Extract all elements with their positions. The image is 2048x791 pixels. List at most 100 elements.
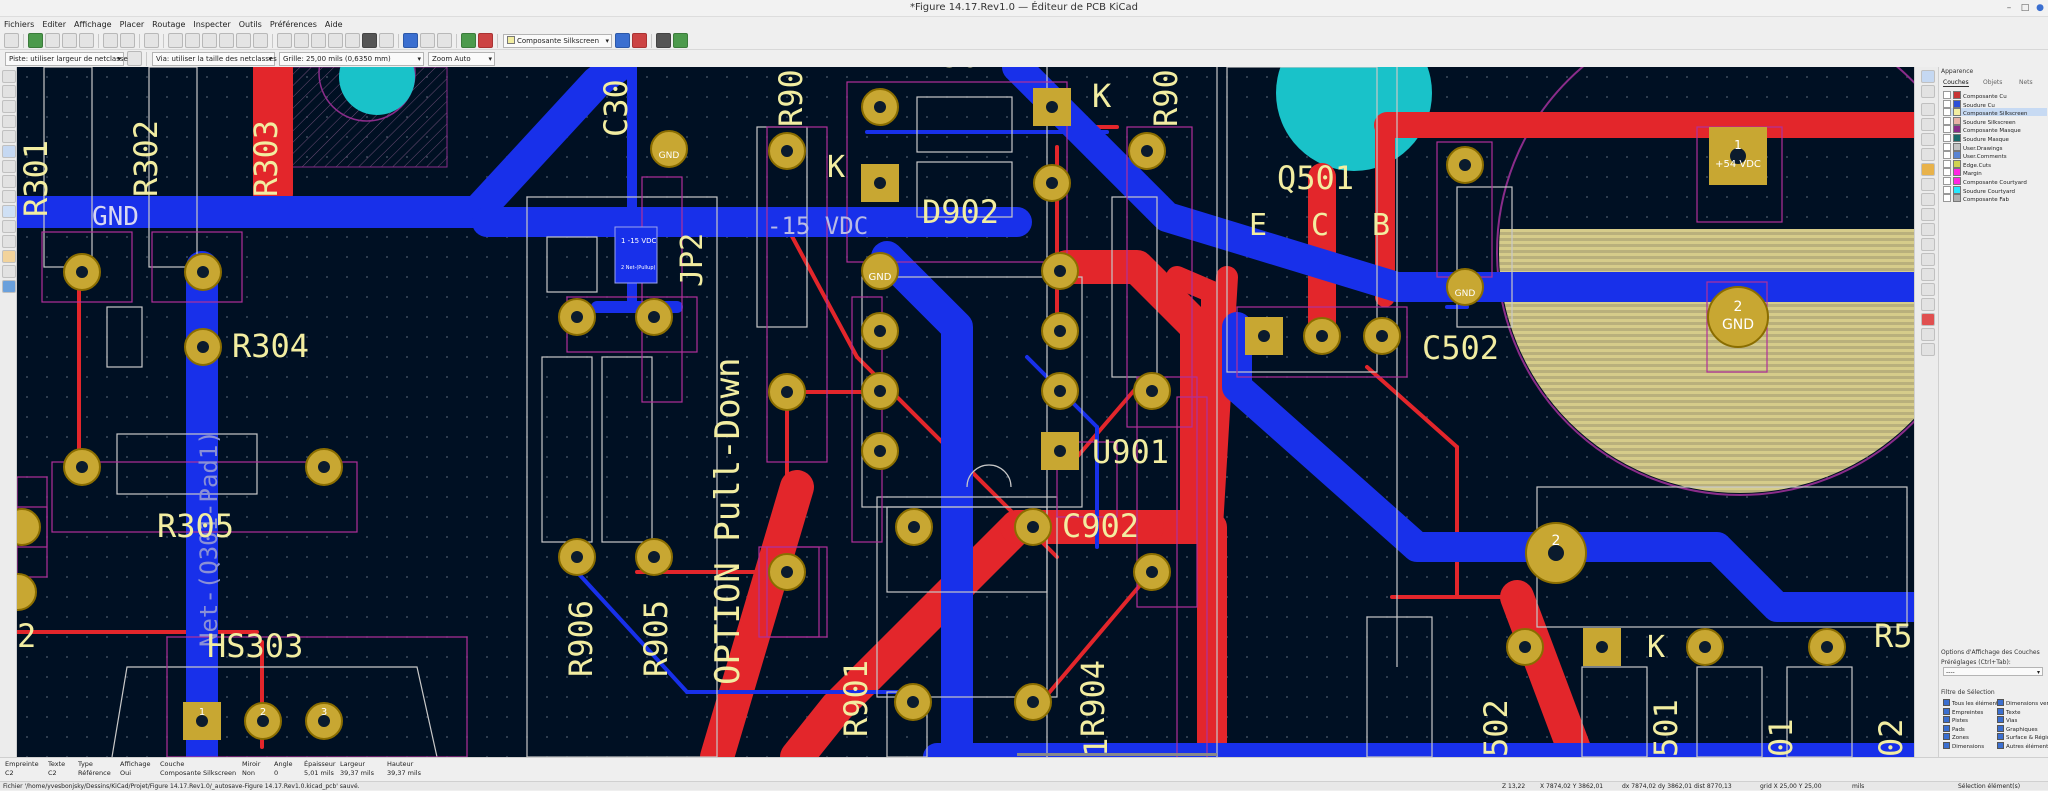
text-tool-icon[interactable] [1921, 283, 1935, 296]
menu-fichiers[interactable]: Fichiers [4, 20, 35, 29]
rotate-cw-icon[interactable] [294, 33, 309, 48]
layer-row[interactable]: Composante Masque [1943, 125, 2047, 134]
checkbox-icon[interactable] [1997, 724, 2004, 732]
line-tool-icon[interactable] [1921, 208, 1935, 221]
layer-row[interactable]: Soudure Masque [1943, 134, 2047, 143]
visibility-icon[interactable] [1943, 116, 1951, 125]
checkbox-icon[interactable] [1997, 699, 2004, 706]
presets-select[interactable]: ----▾ [1943, 667, 2043, 676]
layer-color-swatch[interactable] [1953, 177, 1961, 185]
checkbox-icon[interactable] [1943, 716, 1950, 723]
via-tool-icon[interactable] [1921, 163, 1935, 176]
zoom-in-icon[interactable] [185, 33, 200, 48]
netlist-icon[interactable] [403, 33, 418, 48]
layer-color-swatch[interactable] [1953, 134, 1961, 142]
layer-select[interactable]: Composante Silkscreen▾ [503, 33, 613, 48]
footprint-editor-icon[interactable] [420, 33, 435, 48]
via-outline-icon[interactable] [2, 220, 16, 233]
polygon-tool-icon[interactable] [1921, 268, 1935, 281]
visibility-icon[interactable] [1943, 125, 1951, 134]
visibility-icon[interactable] [1943, 108, 1951, 117]
track-outline-icon[interactable] [2, 235, 16, 248]
layer-row[interactable]: Soudure Silkscreen [1943, 116, 2047, 126]
page-settings-icon[interactable] [45, 33, 60, 48]
layer-color-swatch[interactable] [1953, 125, 1961, 134]
zoom-select[interactable]: Zoom Auto▾ [428, 51, 495, 66]
pad-outline-icon[interactable] [2, 205, 16, 218]
visibility-icon[interactable] [1943, 168, 1951, 177]
filter-checkbox[interactable]: Dimensions [1943, 741, 1984, 750]
circle-tool-icon[interactable] [1921, 253, 1935, 266]
footprint-tool-icon[interactable] [1921, 103, 1935, 116]
layer-row[interactable]: Composante Silkscreen [1943, 108, 2047, 117]
drc-icon[interactable] [478, 33, 493, 48]
net-colors-icon[interactable] [2, 265, 16, 278]
filter-checkbox[interactable]: Zones [1943, 733, 1969, 741]
layer-row[interactable]: Composante Courtyard [1943, 177, 2047, 186]
plot-icon[interactable] [79, 33, 94, 48]
units-inch-icon[interactable] [2, 100, 16, 113]
refresh-icon[interactable] [168, 33, 183, 48]
update-pcb-icon[interactable] [461, 33, 476, 48]
menu-inspecter[interactable]: Inspecter [193, 20, 231, 29]
layer-color-swatch[interactable] [1953, 99, 1961, 108]
layer-color-swatch[interactable] [1953, 151, 1961, 160]
layer-row[interactable]: Soudure Courtyard [1943, 185, 2047, 195]
pcb-canvas[interactable]: GND -15 VDC Net-(Q301-Pad1) R301 R302 R3… [17, 67, 1914, 757]
canvas-scrollbar[interactable] [1017, 753, 1217, 756]
route-diff-pair-icon[interactable] [1921, 133, 1935, 146]
close-icon[interactable]: ● [2036, 3, 2044, 13]
layer-row[interactable]: Soudure Cu [1943, 99, 2047, 109]
grid-toggle-icon[interactable] [2, 70, 16, 83]
layer-row[interactable]: Margin [1943, 168, 2047, 177]
visibility-icon[interactable] [1943, 91, 1951, 99]
layer-display-options[interactable]: Options d'Affichage des Couches [1941, 649, 2040, 656]
layer-row[interactable]: Composante Fab [1943, 194, 2047, 203]
visibility-icon[interactable] [1943, 99, 1951, 108]
visibility-icon[interactable] [1943, 177, 1951, 185]
zoom-fit-icon[interactable] [219, 33, 234, 48]
filter-checkbox[interactable]: Empreintes [1943, 707, 1983, 716]
ratsnest-icon[interactable] [2, 145, 16, 158]
via-size-select[interactable]: Via: utiliser la taille des netclasses▾ [152, 51, 277, 66]
layer-color-swatch[interactable] [1953, 168, 1961, 177]
filter-checkbox[interactable]: Autres éléments [1997, 741, 2048, 750]
board-setup-icon[interactable] [28, 33, 43, 48]
menu-placer[interactable]: Placer [119, 20, 145, 29]
units-mm-icon[interactable] [2, 115, 16, 128]
polar-coords-icon[interactable] [2, 85, 16, 98]
curved-ratsnest-icon[interactable] [2, 160, 16, 173]
menu-preferences[interactable]: Préférences [269, 20, 317, 29]
local-ratsnest-icon[interactable] [1921, 85, 1935, 98]
layer-color-swatch[interactable] [1953, 108, 1961, 117]
menu-routage[interactable]: Routage [152, 20, 186, 29]
lock-icon[interactable] [362, 33, 377, 48]
zone-fill-icon[interactable] [2, 175, 16, 188]
save-icon[interactable] [4, 33, 19, 48]
plugin-icon[interactable] [673, 33, 689, 48]
measure-tool-icon[interactable] [1921, 343, 1935, 356]
python-console-icon[interactable] [656, 33, 672, 48]
checkbox-icon[interactable] [1997, 733, 2004, 740]
menu-outils[interactable]: Outils [238, 20, 262, 29]
zoom-out-icon[interactable] [202, 33, 217, 48]
arc-tool-icon[interactable] [1921, 223, 1935, 236]
appearance-panel-icon[interactable] [2, 280, 16, 293]
filter-checkbox[interactable]: Texte [1997, 707, 2021, 716]
visibility-icon[interactable] [1943, 159, 1951, 168]
rect-tool-icon[interactable] [1921, 238, 1935, 251]
visibility-icon[interactable] [1943, 142, 1951, 151]
select-tool-icon[interactable] [1921, 70, 1935, 83]
unlock-icon[interactable] [379, 33, 394, 48]
visibility-icon[interactable] [1943, 185, 1951, 194]
filter-checkbox[interactable]: Pistes [1943, 716, 1968, 724]
layer-color-swatch[interactable] [1953, 91, 1961, 99]
zoom-selection-icon[interactable] [253, 33, 268, 48]
minimize-icon[interactable]: – [2006, 3, 2012, 13]
visibility-icon[interactable] [1943, 151, 1951, 160]
tab-objects[interactable]: Objets [1983, 79, 2003, 86]
filter-checkbox[interactable]: Pads [1943, 724, 1965, 733]
grid-select[interactable]: Grille: 25,00 mils (0,6350 mm)▾ [279, 51, 424, 66]
layer-pair-icon[interactable] [615, 33, 631, 48]
origin-tool-icon[interactable] [1921, 328, 1935, 341]
